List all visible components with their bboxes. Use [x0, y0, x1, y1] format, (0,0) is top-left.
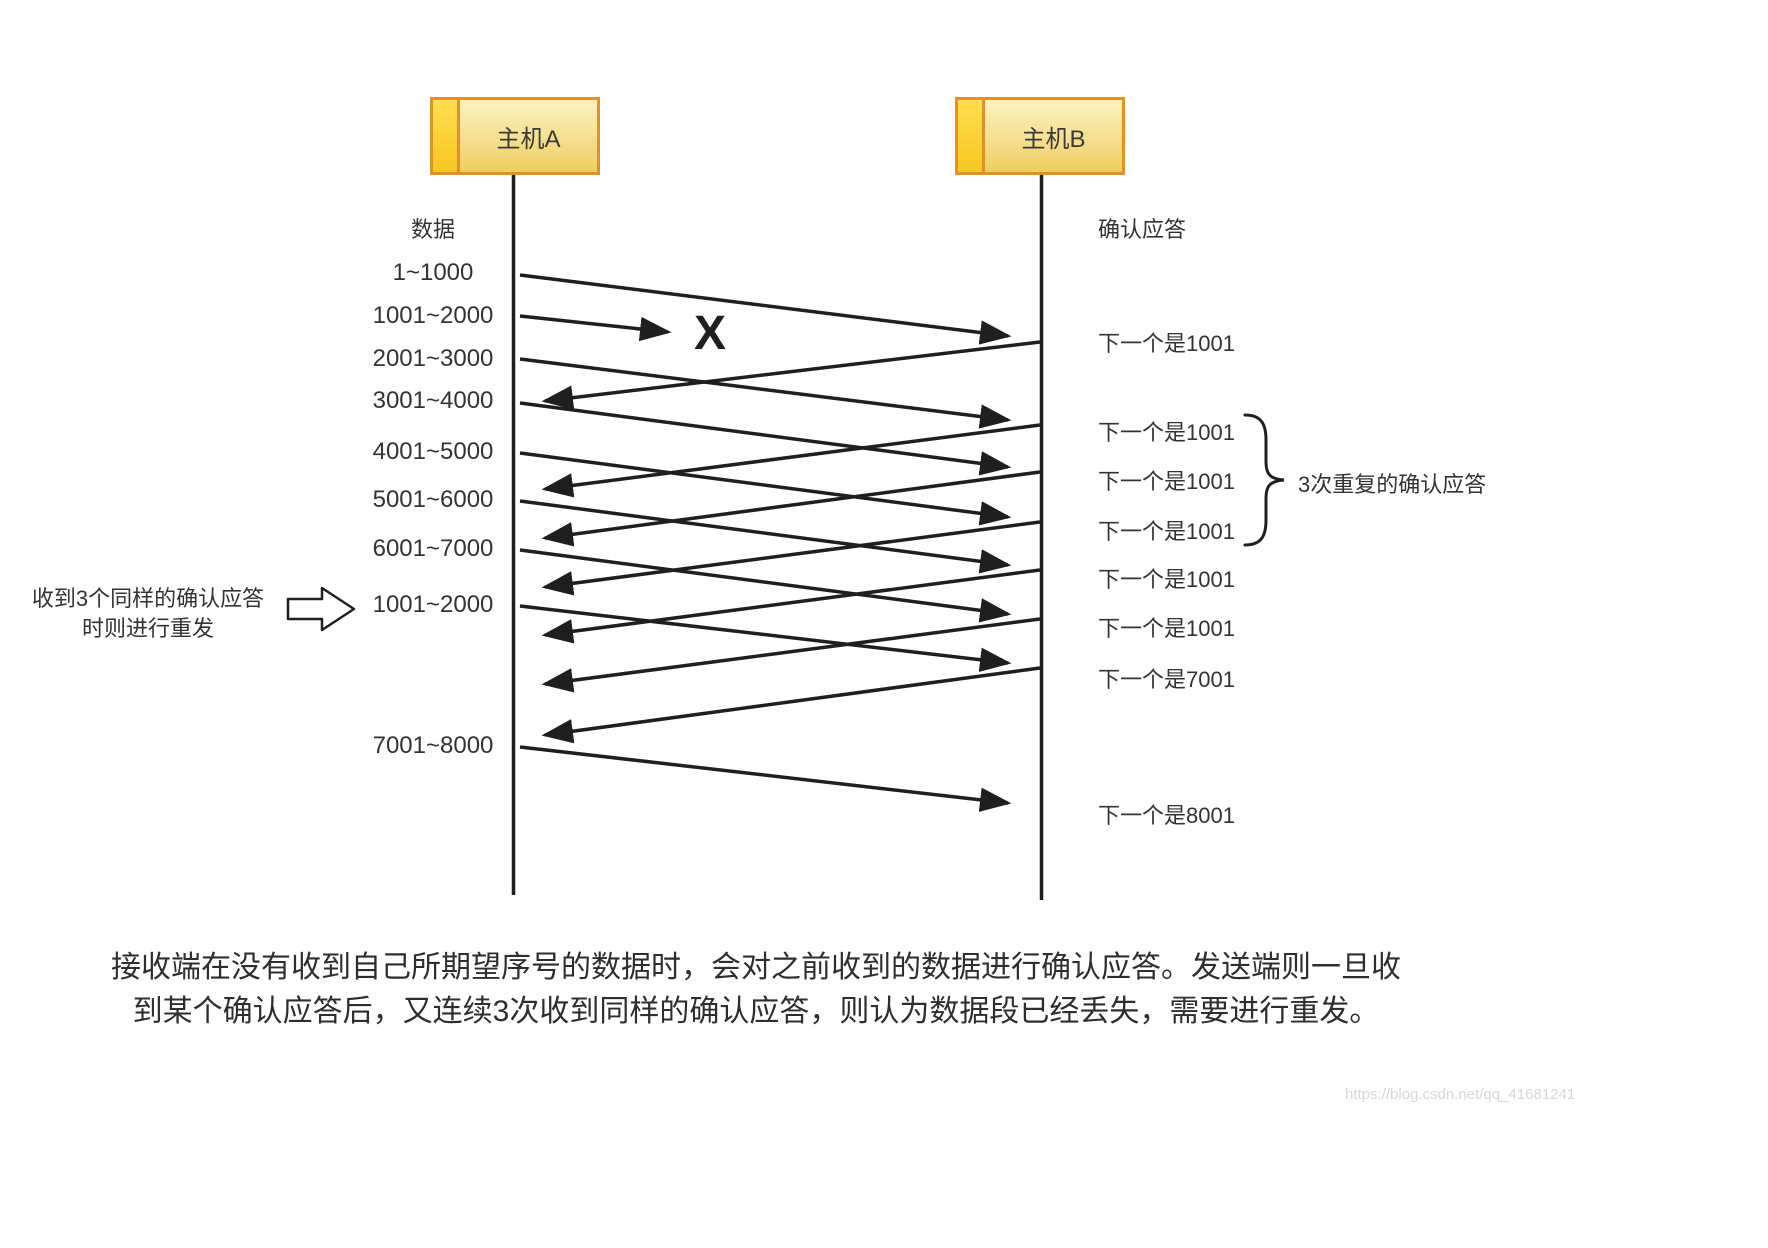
- host-a-strip: [433, 100, 460, 172]
- triple-ack-label: 3次重复的确认应答: [1298, 472, 1487, 497]
- segment-label: 4001~5000: [372, 438, 494, 465]
- ack-label: 下一个是1001: [1098, 519, 1235, 544]
- explanation-paragraph: 接收端在没有收到自己所期望序号的数据时，会对之前收到的数据进行确认应答。发送端则…: [0, 946, 1512, 1034]
- segment-label: 6001~7000: [372, 535, 494, 562]
- host-b-strip: [958, 100, 985, 172]
- segment-label: 1~1000: [392, 259, 474, 286]
- explanation-line2: 到某个确认应答后，又连续3次收到同样的确认应答，则认为数据段已经丢失，需要进行重…: [132, 995, 1380, 1028]
- ack-label: 下一个是1001: [1098, 469, 1235, 494]
- data-arrows: [519, 273, 1012, 812]
- segment-label: 7001~8000: [372, 732, 494, 759]
- ack-label: 下一个是7001: [1098, 667, 1235, 692]
- segment-label: 3001~4000: [372, 387, 494, 414]
- segment-label-retransmit: 1001~2000: [372, 591, 494, 618]
- host-b-main: 主机B: [985, 100, 1122, 172]
- watermark-url: https://blog.csdn.net/qq_41681241: [1345, 1086, 1576, 1103]
- ack-label: 下一个是1001: [1098, 420, 1235, 445]
- ack-label: 下一个是1001: [1098, 331, 1235, 356]
- segment-label: 1001~2000: [372, 302, 494, 329]
- host-b-label: 主机B: [1021, 125, 1086, 153]
- data-column-header: 数据: [410, 217, 455, 242]
- host-a-label: 主机A: [496, 125, 561, 153]
- retransmit-callout-arrow: [286, 586, 356, 632]
- segment-label: 5001~6000: [372, 486, 494, 513]
- ack-arrows: [541, 340, 1041, 744]
- host-b-box: 主机B: [955, 97, 1125, 175]
- lost-segment-arrow: [519, 314, 672, 342]
- retransmit-note: 收到3个同样的确认应答 时则进行重发: [8, 584, 288, 644]
- packet-loss-x-mark: X: [694, 307, 727, 360]
- triple-ack-brace: [1243, 413, 1285, 547]
- ack-label: 下一个是1001: [1098, 616, 1235, 641]
- segment-label: 2001~3000: [372, 345, 494, 372]
- ack-label: 下一个是1001: [1098, 567, 1235, 592]
- host-a-main: 主机A: [460, 100, 597, 172]
- retransmit-note-line1: 收到3个同样的确认应答: [31, 586, 265, 611]
- ack-label: 下一个是8001: [1098, 803, 1235, 828]
- explanation-line1: 接收端在没有收到自己所期望序号的数据时，会对之前收到的数据进行确认应答。发送端则…: [111, 951, 1401, 984]
- retransmit-note-line2: 时则进行重发: [81, 616, 214, 641]
- ack-column-header: 确认应答: [1098, 217, 1187, 242]
- host-a-box: 主机A: [430, 97, 600, 175]
